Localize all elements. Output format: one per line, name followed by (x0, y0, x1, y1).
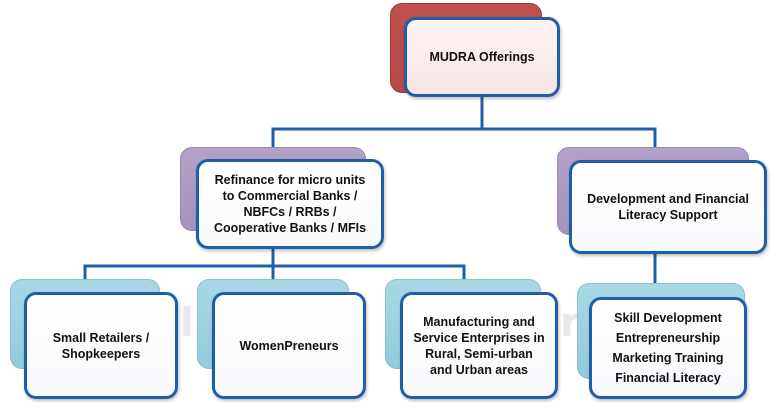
refinance-node: Refinance for micro units to Commercial … (196, 159, 384, 249)
watermark: l (180, 300, 196, 346)
small-retailers-label: Small Retailers / Shopkeepers (52, 330, 150, 361)
support-item-entrepreneurship: Entrepreneurship (615, 331, 721, 345)
support-item-skill-development: Skill Development (614, 311, 722, 325)
manufacturing-services-label: Manufacturing and Service Enterprises in… (413, 314, 545, 377)
womenpreneurs-label: WomenPreneurs (239, 338, 339, 353)
support-item-financial-literacy: Financial Literacy (615, 371, 721, 385)
support-item-marketing-training: Marketing Training (612, 351, 724, 365)
support-list-node: Skill Development Entrepreneurship Marke… (589, 297, 747, 399)
womenpreneurs-node: WomenPreneurs (212, 292, 366, 399)
small-retailers-node: Small Retailers / Shopkeepers (24, 292, 178, 399)
manufacturing-services-node: Manufacturing and Service Enterprises in… (400, 292, 558, 399)
refinance-node-label: Refinance for micro units to Commercial … (213, 173, 367, 235)
development-literacy-node-label: Development and Financial Literacy Suppo… (587, 192, 749, 222)
root-node-mudra-offerings: MUDRA Offerings (404, 17, 560, 97)
watermark: r (560, 300, 582, 346)
development-literacy-node: Development and Financial Literacy Suppo… (569, 160, 767, 254)
root-node-label: MUDRA Offerings (429, 50, 535, 64)
